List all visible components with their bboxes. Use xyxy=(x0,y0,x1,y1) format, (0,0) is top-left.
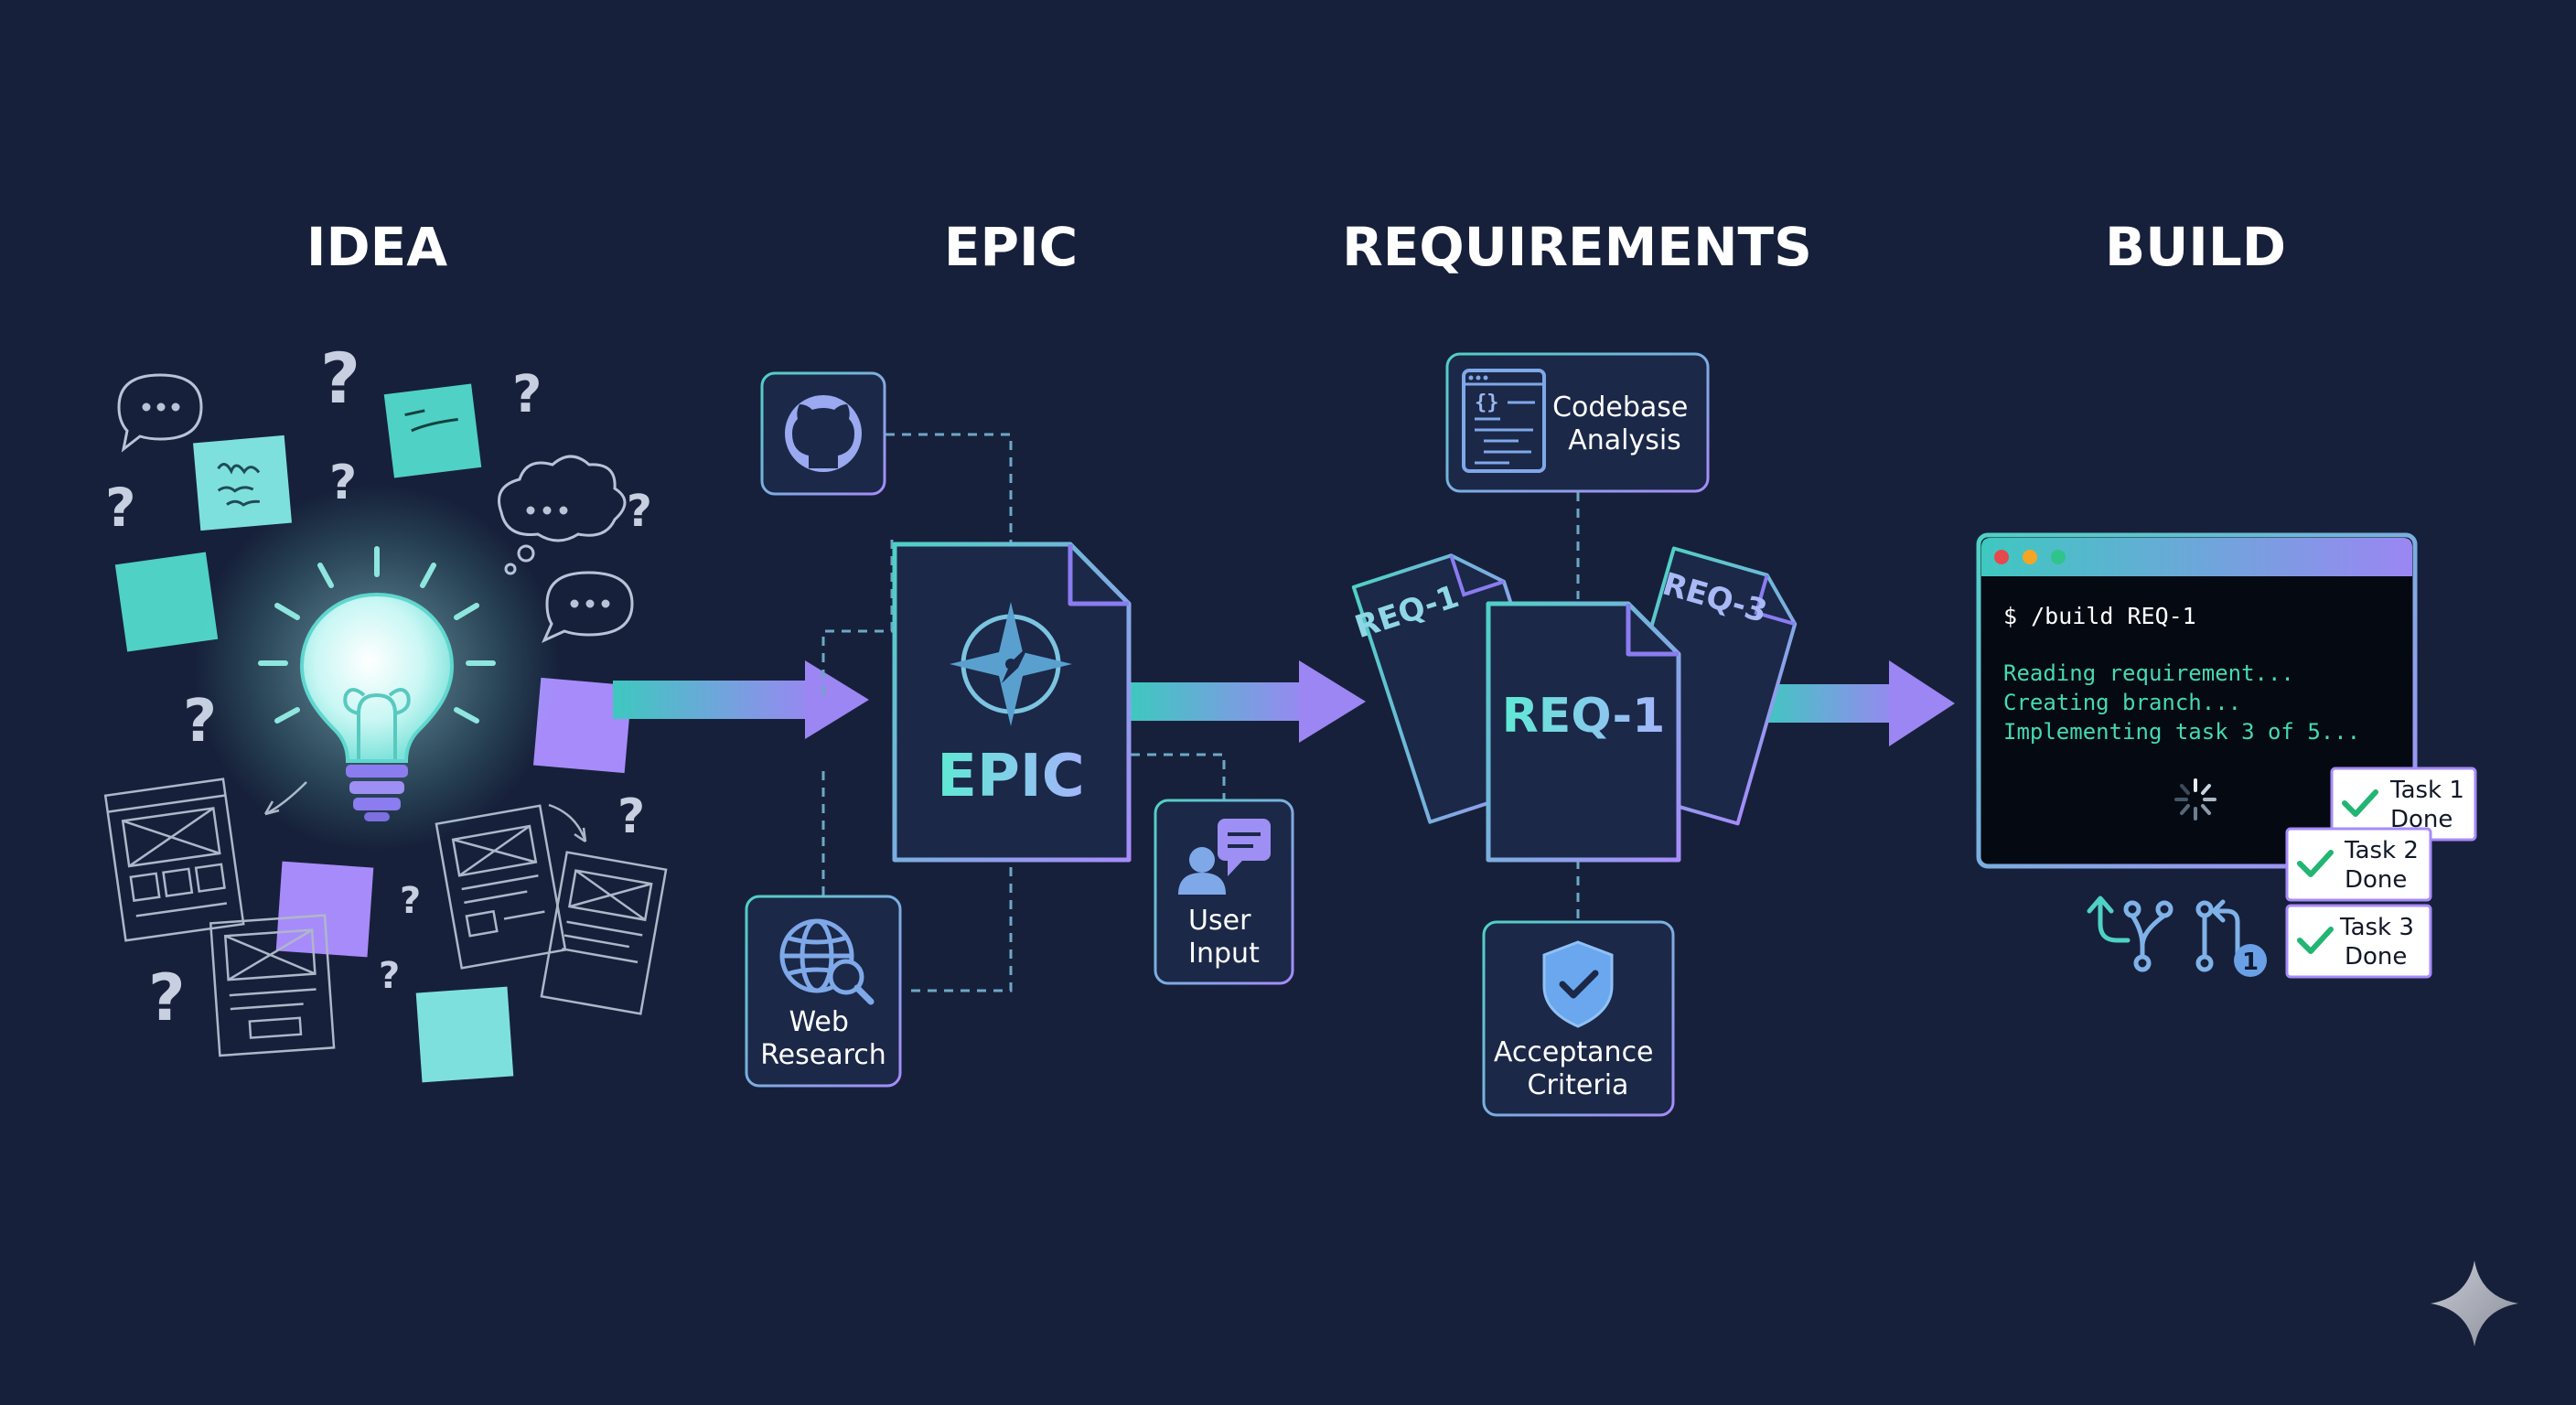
sticky-note xyxy=(533,677,632,774)
svg-text:?: ? xyxy=(105,477,136,539)
user-chat-icon xyxy=(1178,819,1271,895)
svg-text:?: ? xyxy=(148,960,186,1035)
thought-cloud-icon xyxy=(498,455,627,575)
task-label: Task 3 Done xyxy=(2339,914,2421,971)
wireframe-sketch xyxy=(103,778,668,1057)
task-label: Task 1 Done xyxy=(2389,777,2472,833)
svg-text:?: ? xyxy=(512,365,542,424)
terminal-output-line: Creating branch... xyxy=(2003,690,2241,715)
sticky-note xyxy=(193,434,292,531)
minimize-dot[interactable] xyxy=(2023,550,2037,564)
sticky-note xyxy=(114,552,219,652)
user-input-label: User Input xyxy=(1188,905,1260,970)
idea-cluster: ? ? ? ? ? ? ? ? ? ? xyxy=(103,338,668,1083)
terminal-output-line: Reading requirement... xyxy=(2003,660,2294,686)
svg-text:{}: {} xyxy=(1475,391,1499,414)
github-card[interactable] xyxy=(760,371,886,496)
terminal-output-line: Implementing task 3 of 5... xyxy=(2003,719,2360,745)
svg-text:?: ? xyxy=(320,338,360,419)
git-commit-icon xyxy=(2087,896,2131,943)
loading-spinner-icon xyxy=(2174,778,2216,820)
check-icon xyxy=(2342,789,2378,817)
svg-text:?: ? xyxy=(617,789,645,844)
stage-title-epic: EPIC xyxy=(944,216,1078,278)
sticky-note xyxy=(415,986,514,1083)
terminal-command: $ /build REQ-1 xyxy=(2003,603,2196,629)
terminal-window[interactable]: $ /build REQ-1 Reading requirement... Cr… xyxy=(1976,532,2418,869)
check-icon xyxy=(2297,927,2334,954)
svg-text:?: ? xyxy=(379,955,400,997)
sticky-note xyxy=(383,383,482,478)
requirement-doc-front[interactable]: REQ-1 xyxy=(1486,601,1681,863)
task-card[interactable]: Task 1 Done xyxy=(2330,767,2477,842)
task-label: Task 2 Done xyxy=(2344,837,2426,894)
flow-arrow-requirements-to-build xyxy=(1761,660,1955,746)
speech-bubble-icon xyxy=(542,571,634,643)
user-input-card[interactable]: User Input xyxy=(1154,799,1294,985)
git-branch-icon xyxy=(2123,900,2174,972)
epic-connectors xyxy=(821,433,1226,992)
svg-text:?: ? xyxy=(400,880,421,922)
web-research-card[interactable]: Web Research xyxy=(745,895,902,1088)
pr-count-badge xyxy=(2234,944,2267,977)
github-icon xyxy=(785,395,862,472)
task-card[interactable]: Task 3 Done xyxy=(2285,904,2432,979)
compass-icon xyxy=(950,602,1072,726)
check-icon xyxy=(2297,850,2334,877)
req-doc-label: REQ-1 xyxy=(1502,689,1666,744)
acceptance-criteria-card[interactable]: Acceptance Criteria xyxy=(1482,920,1675,1117)
epic-document[interactable]: EPIC xyxy=(892,542,1132,863)
stage-title-requirements: REQUIREMENTS xyxy=(1342,216,1812,278)
sparkle-icon xyxy=(2431,1260,2518,1346)
stage-title-build: BUILD xyxy=(2105,216,2286,278)
web-research-label: Web Research xyxy=(760,1006,886,1071)
epic-doc-label: EPIC xyxy=(937,743,1084,810)
flow-arrow-epic-to-requirements xyxy=(1131,660,1366,743)
flow-arrow-idea-to-epic xyxy=(613,660,869,739)
task-card[interactable]: Task 2 Done xyxy=(2285,827,2432,902)
shield-check-icon xyxy=(1542,940,1614,1028)
maximize-dot[interactable] xyxy=(2051,550,2066,564)
close-dot[interactable] xyxy=(1994,550,2009,564)
stage-title-idea: IDEA xyxy=(306,216,447,278)
globe-search-icon xyxy=(779,918,875,1005)
git-icons xyxy=(2087,896,2267,977)
lightbulb-icon xyxy=(194,485,560,851)
speech-bubble-icon xyxy=(117,373,203,453)
code-file-icon: {} xyxy=(1462,369,1546,473)
acceptance-criteria-label: Acceptance Criteria xyxy=(1494,1036,1662,1101)
sticky-note xyxy=(275,861,374,958)
git-pull-request-icon xyxy=(2195,899,2240,972)
pr-count-badge-label: 1 xyxy=(2242,949,2259,976)
codebase-analysis-card[interactable]: {} Codebase Analysis xyxy=(1445,352,1710,493)
svg-text:?: ? xyxy=(627,486,652,537)
codebase-analysis-label: Codebase Analysis xyxy=(1552,391,1697,456)
